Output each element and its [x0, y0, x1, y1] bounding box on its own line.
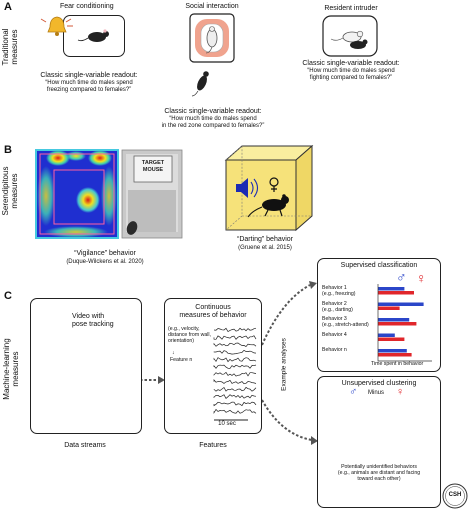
- features-description: (e.g., velocity, distance from wall, ori…: [168, 326, 211, 344]
- feature-trace: [213, 401, 257, 407]
- mouse-icon-darting: [247, 194, 289, 218]
- unsupervised-caption: Potentially unidentified behaviors (e.g.…: [337, 464, 421, 482]
- feature-n-label: Feature n: [170, 357, 193, 363]
- bar-male: [378, 302, 424, 306]
- arrow-to-supervised: [261, 284, 311, 346]
- social-arena: [189, 13, 235, 63]
- bell-icon: [40, 16, 73, 36]
- male-symbol-icon: ♂: [396, 269, 407, 285]
- tsne-label: t-SNE: [342, 403, 356, 409]
- mouse-icon-fear: [77, 29, 109, 42]
- darting-caption: “Darting” behavior: [236, 236, 294, 243]
- behavior-name: Behavior n: [322, 347, 347, 353]
- features-box-title: Continuous measures of behavior: [179, 304, 247, 319]
- time-axis-label: Time spent in behavior: [371, 361, 424, 367]
- bar-female: [378, 322, 417, 326]
- social-interaction-title: Social interaction: [185, 3, 239, 10]
- csh-logo-text: CSH: [448, 492, 462, 498]
- data-streams-label: Data streams: [64, 442, 106, 449]
- behavior-example: (e.g., darting): [322, 306, 353, 313]
- bar-male: [378, 318, 410, 322]
- behavior-example: (e.g., freezing): [322, 291, 356, 297]
- behavior-label: Behavior 2(e.g., darting): [322, 301, 382, 313]
- speaker-icon: [236, 178, 259, 198]
- resident-intruder-arena: [322, 15, 378, 57]
- feature-trace: [213, 386, 257, 392]
- panel-letter-a: A: [4, 1, 12, 13]
- female-symbol-icon: ♀: [416, 270, 427, 286]
- features-label: Features: [199, 442, 227, 449]
- bar-axis: [377, 284, 432, 362]
- behavior-label: Behavior 1(e.g., freezing): [322, 285, 382, 297]
- time-scale-label: 10 sec: [218, 421, 236, 427]
- bar-male: [378, 287, 405, 291]
- feature-arrow: ↓: [172, 350, 175, 356]
- behavior-label: Behavior 4: [322, 332, 382, 338]
- behavior-name: Behavior 2: [322, 300, 347, 307]
- bar-female: [378, 353, 412, 357]
- fear-conditioning-title: Fear conditioning: [60, 3, 114, 10]
- female-symbol-icon-2: ♀: [396, 386, 405, 398]
- bar-female: [378, 306, 400, 310]
- mouse-icon-social: [191, 71, 209, 97]
- bar-male: [378, 349, 407, 353]
- data-streams-box: [30, 298, 142, 434]
- panel-letter-b: B: [4, 144, 12, 156]
- behavior-label: Behavior 3(e.g., stretch-attend): [322, 316, 382, 328]
- target-mouse-sign: TARGET MOUSE: [141, 160, 165, 173]
- vigilance-heatmap: [35, 149, 119, 239]
- resident-readout: Classic single-variable readout: “How mu…: [302, 60, 400, 81]
- panel-letter-c: C: [4, 290, 12, 302]
- target-mouse-photo: [121, 149, 183, 239]
- unsupervised-title: Unsupervised clustering: [341, 380, 417, 387]
- minus-label: Minus: [368, 390, 385, 396]
- feature-trace: [213, 342, 257, 348]
- feature-trace: [213, 378, 257, 385]
- csh-logo: [442, 483, 468, 509]
- behavior-label: Behavior n: [322, 347, 382, 353]
- behavior-name: Behavior 1: [322, 285, 347, 291]
- feature-trace: [213, 349, 257, 355]
- feature-trace: [213, 394, 257, 399]
- feature-trace: [213, 364, 257, 369]
- fear-readout: Classic single-variable readout: “How mu…: [40, 72, 138, 93]
- arrow-to-unsupervised: [261, 399, 313, 441]
- bar-female: [378, 291, 414, 295]
- female-symbol-icon: [269, 177, 279, 192]
- vigilance-caption: “Vigilance” behavior: [74, 250, 136, 257]
- feature-trace: [213, 408, 257, 415]
- supervised-title: Supervised classification: [340, 262, 418, 269]
- behavior-name: Behavior 4: [322, 331, 347, 338]
- video-title: Video with pose tracking: [72, 313, 114, 328]
- social-readout: Classic single-variable readout: “How mu…: [161, 108, 265, 129]
- darting-citation: (Gruene et al. 2015): [238, 245, 292, 251]
- feature-trace: [213, 327, 257, 332]
- feature-trace: [213, 335, 257, 340]
- vigilance-citation: (Duque-Wilckens et al. 2020): [66, 259, 144, 265]
- feature-trace: [213, 357, 257, 363]
- bar-female: [378, 337, 405, 341]
- unsupervised-box: [317, 376, 441, 508]
- feature-trace: [213, 371, 257, 377]
- behavior-name: Behavior 3: [322, 316, 347, 322]
- bar-male: [378, 333, 395, 337]
- behavior-example: (e.g., stretch-attend): [322, 322, 369, 328]
- male-symbol-icon-2: ♂: [349, 386, 358, 398]
- resident-intruder-title: Resident intruder: [324, 5, 378, 12]
